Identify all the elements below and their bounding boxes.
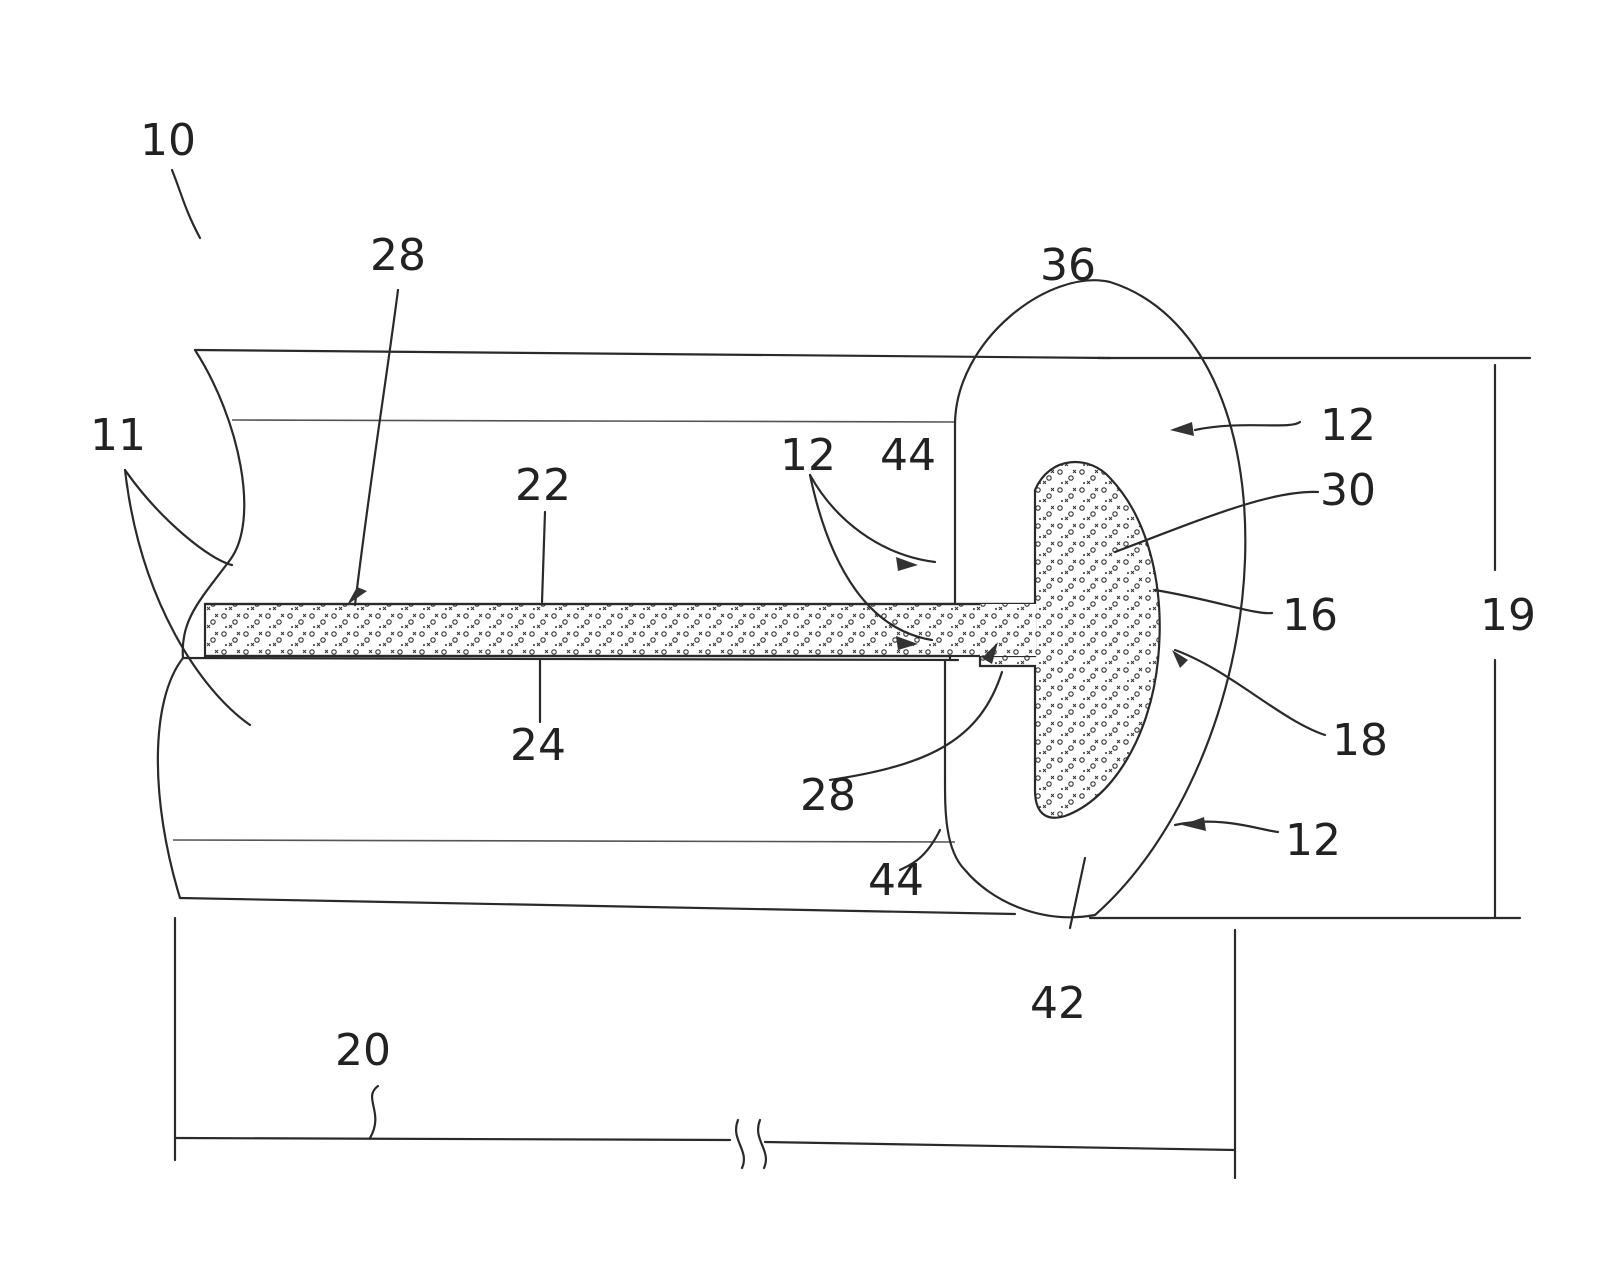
channel-strip	[205, 604, 1035, 656]
label-absorbent-pad: 30	[1320, 465, 1376, 516]
label-length: 20	[335, 1025, 391, 1076]
label-channel-bottom: 24	[510, 720, 566, 771]
label-channel-left: 28	[370, 230, 426, 281]
label-pad-edge: 18	[1332, 715, 1388, 766]
label-side-lower: 44	[868, 855, 924, 906]
label-height: 19	[1480, 590, 1536, 641]
label-seal-right-upper: 12	[1320, 400, 1376, 451]
label-side-upper: 44	[880, 430, 936, 481]
length-dimension	[175, 918, 1235, 1178]
label-top-flap: 36	[1040, 240, 1096, 291]
label-device: 10	[140, 115, 196, 166]
label-pad-surface: 16	[1282, 590, 1338, 641]
label-channel-top: 22	[515, 460, 571, 511]
label-channel-right: 28	[800, 770, 856, 821]
label-bottom-flap: 42	[1030, 978, 1086, 1029]
callout-labels: 10 11 28 22 24 12 44 28 44 36 12 30 16 1…	[90, 115, 1536, 1076]
label-seal-left: 12	[780, 430, 836, 481]
label-tube-walls: 11	[90, 410, 146, 461]
label-seal-right-lower: 12	[1285, 815, 1341, 866]
